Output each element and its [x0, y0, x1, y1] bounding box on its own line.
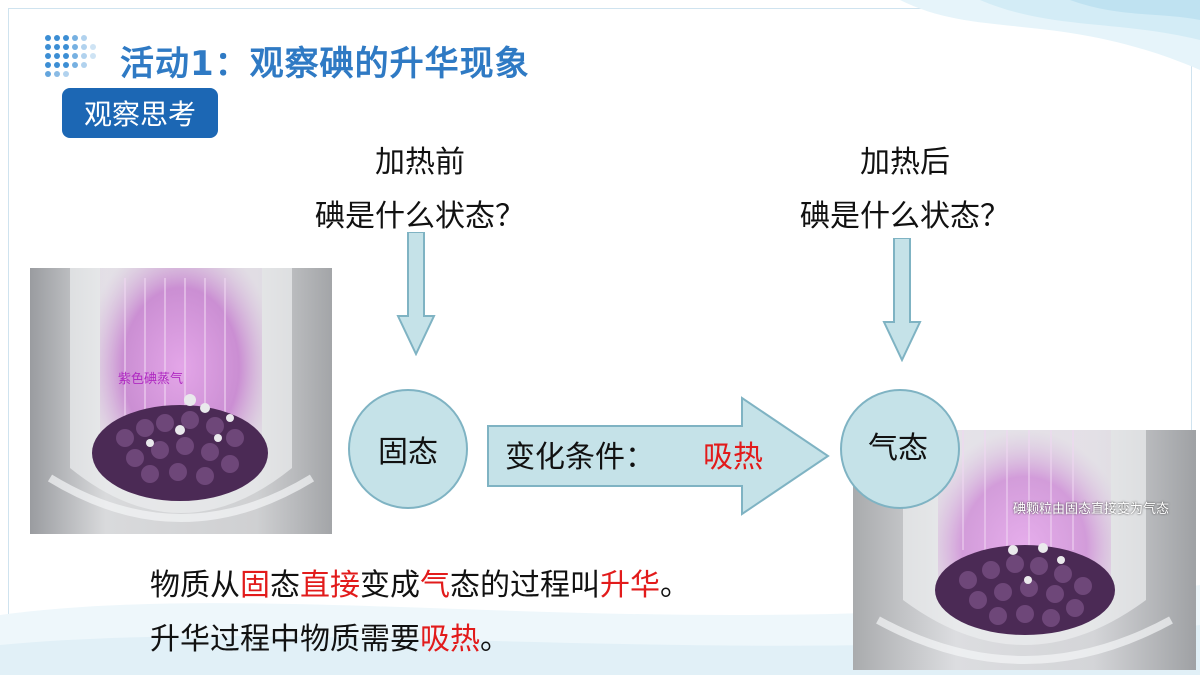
down-arrow-icon: [882, 238, 922, 362]
change-condition: 变化条件： 吸热: [505, 432, 763, 476]
heat-sentence: 升华过程中物质需要吸热。: [150, 614, 510, 658]
sentence1-part1: 物质从: [150, 568, 240, 603]
decorative-wave-top: [900, 0, 1200, 70]
sentence1-part3: 态: [270, 568, 300, 603]
question-after: 加热后 碘是什么状态？: [775, 136, 1035, 244]
sentence2-part1: 升华过程中物质需要: [150, 622, 420, 657]
sentence1-part4: 直接: [300, 568, 360, 603]
state-solid-label: 固态: [378, 435, 438, 470]
sentence2-part3: 。: [480, 622, 510, 657]
state-circle-solid: 固态: [348, 389, 468, 509]
down-arrow-icon: [396, 232, 436, 356]
iodine-vapor-caption: 紫色碘蒸气: [118, 372, 184, 387]
sentence1-part9: 。: [660, 568, 690, 603]
sentence2-part2: 吸热: [420, 622, 480, 657]
sentence1-part2: 固: [240, 568, 270, 603]
page-title: 活动1：观察碘的升华现象: [120, 44, 530, 84]
iodine-sublimation-photo: 碘颗粒由固态直接变为气态: [853, 430, 1196, 670]
definition-sentence: 物质从固态直接变成气态的过程叫升华。: [150, 560, 690, 604]
iodine-sublimation-caption: 碘颗粒由固态直接变为气态: [1013, 502, 1170, 517]
question-before-line2: 碘是什么状态？: [315, 199, 525, 234]
state-circle-gas: 气态: [840, 389, 960, 509]
sentence1-part7: 态的过程叫: [450, 568, 600, 603]
question-after-line1: 加热后: [860, 145, 950, 180]
right-arrow-icon: [487, 396, 830, 516]
sentence1-part6: 气: [420, 568, 450, 603]
condition-label: 变化条件：: [505, 440, 655, 475]
section-badge: 观察思考: [62, 88, 218, 138]
condition-value: 吸热: [703, 440, 763, 475]
question-before-line1: 加热前: [375, 145, 465, 180]
dot-grid-icon: [45, 35, 96, 77]
sentence1-part5: 变成: [360, 568, 420, 603]
state-gas-label: 气态: [868, 431, 928, 466]
question-after-line2: 碘是什么状态？: [800, 199, 1010, 234]
question-before: 加热前 碘是什么状态？: [290, 136, 550, 244]
iodine-vapor-photo: 紫色碘蒸气: [30, 268, 332, 534]
sentence1-part8: 升华: [600, 568, 660, 603]
